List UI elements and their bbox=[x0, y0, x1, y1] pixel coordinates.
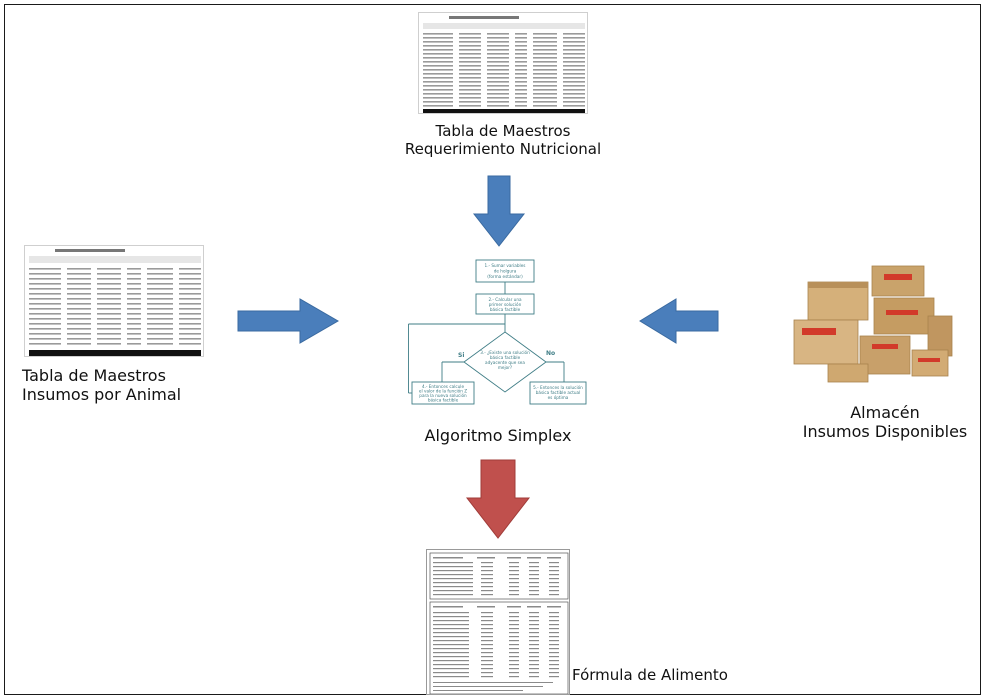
warehouse-boxes-image bbox=[788, 262, 956, 386]
bottom-node-caption: Fórmula de Alimento bbox=[572, 666, 782, 684]
flow-step2-l2: primer solución bbox=[489, 302, 522, 307]
flow-step4-l2: el valor de la función Z bbox=[419, 389, 467, 394]
flow-step3-l1: 3.- ¿Existe una solución bbox=[480, 350, 530, 355]
flow-no-label: No bbox=[546, 350, 555, 357]
flow-step5-l1: 5.- Entonces la solución bbox=[533, 385, 583, 390]
flow-step5-box bbox=[529, 381, 587, 405]
left-node-caption: Tabla de Maestros Insumos por Animal bbox=[12, 366, 222, 404]
inputs-per-animal-table-image bbox=[24, 245, 204, 357]
top-node-line2: Requerimiento Nutricional bbox=[404, 140, 602, 158]
feed-formula-document-image bbox=[426, 549, 570, 695]
flow-step5-l2: básica factible actual bbox=[536, 390, 581, 395]
flow-yes-label: Si bbox=[458, 352, 464, 359]
flow-step1-l3: (forma estándar) bbox=[487, 274, 523, 279]
document-thumbnail-bottom bbox=[427, 550, 569, 694]
left-node-line1: Tabla de Maestros bbox=[22, 366, 166, 385]
top-node-caption: Tabla de Maestros Requerimiento Nutricio… bbox=[370, 122, 636, 158]
simplex-flowchart: 1.- Sumar variables de holgura (forma es… bbox=[408, 259, 587, 405]
flow-step2-l3: básica factible bbox=[490, 307, 521, 312]
table-thumbnail-left bbox=[25, 246, 203, 356]
flow-step5-l3: es óptima bbox=[548, 395, 569, 400]
cardboard-boxes-icon bbox=[793, 265, 953, 383]
flow-step3-l2: básica factible bbox=[490, 355, 521, 360]
top-node-line1: Tabla de Maestros bbox=[435, 122, 571, 140]
center-node-label: Algoritmo Simplex bbox=[424, 426, 572, 445]
left-node-line2: Insumos por Animal bbox=[22, 385, 182, 405]
flow-step4-l3: para la nueva solución bbox=[419, 393, 467, 398]
bottom-node-label: Fórmula de Alimento bbox=[572, 666, 728, 684]
right-node-caption: Almacén Insumos Disponibles bbox=[790, 403, 980, 441]
right-node-line1: Almacén bbox=[850, 403, 920, 422]
right-node-line2: Insumos Disponibles bbox=[802, 422, 968, 442]
center-node-caption: Algoritmo Simplex bbox=[400, 426, 596, 445]
flow-step2-l1: 2.- Calcular una bbox=[488, 297, 522, 302]
flow-step3-l4: mejor? bbox=[498, 365, 512, 370]
flow-step1-l2: de holgura bbox=[494, 269, 517, 274]
flow-step3-l3: adyacente que sea bbox=[485, 360, 525, 365]
nutritional-requirement-table-image bbox=[418, 12, 588, 114]
table-thumbnail-top bbox=[419, 13, 587, 113]
flow-step3-decision bbox=[463, 331, 547, 393]
flow-step1-l1: 1.- Sumar variables bbox=[485, 263, 526, 268]
flow-step4-l4: básica factible bbox=[428, 398, 459, 403]
flow-step4-l1: 4.- Entonces calcule bbox=[422, 384, 465, 389]
